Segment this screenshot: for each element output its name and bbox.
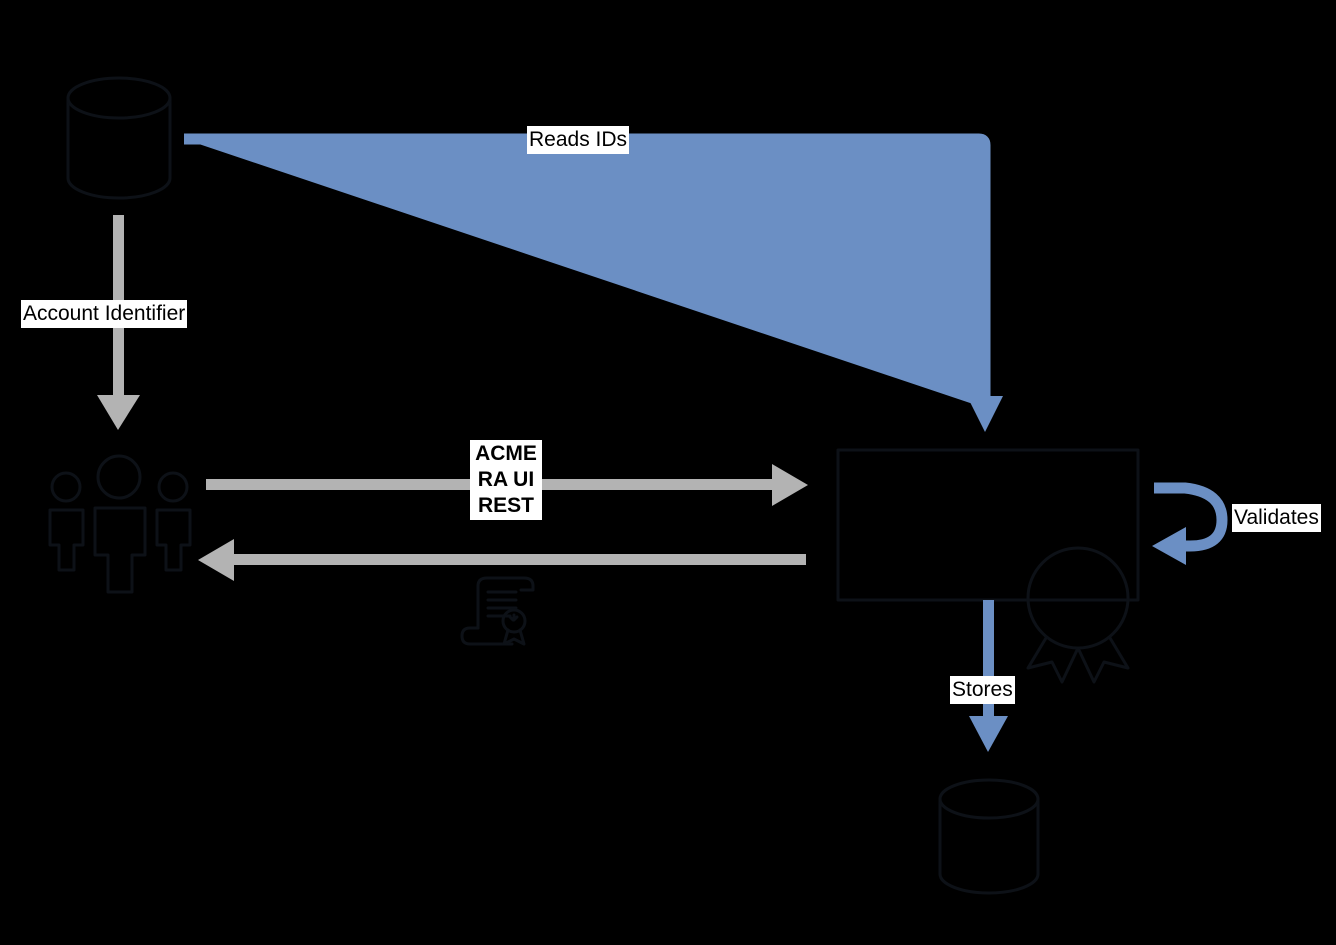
certificate-store-cylinder — [938, 778, 1040, 895]
edge-label-acme-line-2: RA UI — [477, 468, 535, 491]
certificate-award-icon — [1026, 546, 1130, 684]
users-group-icon — [48, 454, 192, 594]
edge-certificate-return — [198, 539, 806, 581]
edge-label-acme-line-1: ACME — [475, 442, 537, 465]
edge-stores — [969, 600, 1008, 752]
ra-server-box — [836, 448, 1140, 602]
edge-label-acme-line-3: REST — [477, 494, 534, 517]
edge-label-account-identifier: Account Identifier — [21, 300, 188, 328]
edge-validates — [1152, 482, 1228, 565]
source-database-cylinder — [66, 76, 172, 200]
certificate-scroll-icon — [460, 576, 535, 646]
edge-label-acme-ra-ui-rest: ACME RA UI REST — [470, 440, 542, 520]
edge-label-validates: Validates — [1232, 504, 1321, 532]
edge-label-stores: Stores — [950, 676, 1015, 704]
edge-reads-ids — [184, 133, 1003, 432]
edge-label-reads-ids: Reads IDs — [527, 126, 630, 154]
